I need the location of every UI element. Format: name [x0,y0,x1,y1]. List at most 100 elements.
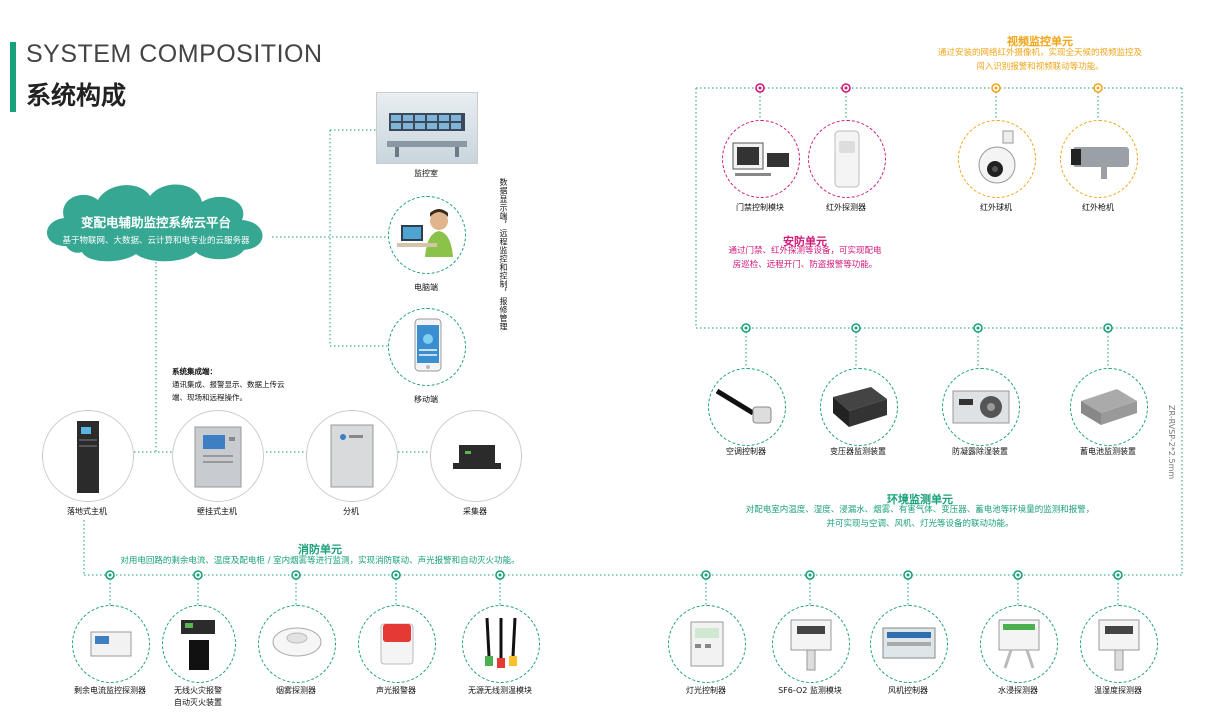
auto-extinguish-circle [162,605,236,683]
security-unit-title: 安防单元 [783,235,827,248]
ac-controller-circle [708,368,786,446]
label-sound-light-alarm: 声光报警器 [376,686,416,695]
mobile-terminal-circle [388,308,466,386]
env-unit-title: 环境监测单元 [887,493,953,506]
pc-operator-icon [397,209,453,257]
label-residual-current: 剩余电流监控探测器 [74,686,146,695]
battery-monitor-circle [1070,368,1148,446]
cable-spec: ZR-RVSP-2*2.5mm [1167,405,1176,480]
page-title-en: SYSTEM COMPOSITION [26,40,323,68]
sf6-sensor-icon [790,619,832,671]
integration-note-title: 系统集成端： [172,367,217,376]
label-pc: 电脑端 [414,283,438,292]
residual-current-circle [72,605,150,683]
label-transformer-monitor: 变压器监测装置 [830,447,886,456]
collector-icon [453,445,501,469]
label-auto-extinguish-line2: 自动灭火装置 [174,698,222,707]
label-bullet-camera: 红外枪机 [1082,203,1114,212]
label-water-leak: 水浸探测器 [998,686,1038,695]
smoke-detector-circle [258,605,336,683]
mobile-phone-icon [414,318,442,372]
terminal-vertical-note: 数据显示端，远程监控和控制，报修管理 [499,178,508,331]
dehumidifier-circle [942,368,1020,446]
label-auto-extinguish-line1: 无线火灾报警 [174,686,222,695]
label-light-controller: 灯光控制器 [686,686,726,695]
floor-cabinet-icon [77,421,99,493]
bullet-camera-icon [1071,147,1129,179]
wireless-temp-circle [462,605,540,683]
monitor-room-icon [387,113,467,157]
security-unit-line2: 房巡检、远程开门、防盗报警等功能。 [732,260,878,270]
cloud-title: 变配电辅助监控系统云平台 [80,215,231,230]
label-wireless-temp: 无源无线测温模块 [468,686,532,695]
infrared-detector-circle [808,120,886,198]
dome-camera-circle [958,120,1036,198]
water-leak-icon [998,619,1040,669]
label-fan-controller: 风机控制器 [888,686,928,695]
temp-humidity-icon [1098,619,1140,671]
dome-camera-icon [978,130,1016,184]
env-unit-desc: 对配电室内温度、湿度、浸漏水、烟雾、有害气体、变压器、蓄电池等环境量的监测和报警… [720,503,1120,531]
label-infrared-detector: 红外探测器 [826,203,866,212]
dehumidifier-icon [952,390,1010,424]
label-dome-camera: 红外球机 [980,203,1012,212]
label-temp-humidity: 温湿度探测器 [1094,686,1142,695]
transformer-monitor-circle [820,368,898,446]
video-unit-desc: 通过安装的网络红外摄像机，实现全天候的视频监控及 闯入识别报警和视频联动等功能。 [900,46,1180,74]
label-ac-controller: 空调控制器 [726,447,766,456]
sub-host-circle [306,410,398,502]
env-unit-line2: 并可实现与空调、风机、灯光等设备的联动功能。 [826,519,1014,529]
pc-terminal-circle [388,196,466,274]
pir-sensor-icon [834,130,860,188]
cloud-subtitle: 基于物联网、大数据、云计算和电专业的云服务器 [62,236,250,246]
cloud-icon [46,184,263,262]
transformer-box-icon [833,387,887,427]
video-unit-line1: 通过安装的网络红外摄像机，实现全天候的视频监控及 [937,48,1142,58]
light-controller-circle [668,605,746,683]
fan-controller-circle [870,605,948,683]
title-accent-bar [10,42,16,112]
label-sf6-monitor: SF6-O2 监测模块 [778,686,842,695]
light-controller-icon [690,621,724,667]
label-wall-host: 壁挂式主机 [197,507,237,516]
fire-extinguish-icon [181,620,215,670]
label-monitor-room: 监控室 [414,169,438,178]
label-collector: 采集器 [463,507,487,516]
residual-current-icon [90,631,132,657]
sound-light-alarm-circle [358,605,436,683]
label-mobile: 移动端 [414,395,438,404]
access-control-circle [722,120,800,198]
video-unit-title: 视频监控单元 [1007,35,1073,48]
label-sub-host: 分机 [343,507,359,516]
ac-probe-icon [715,388,772,424]
battery-monitor-icon [1081,389,1137,425]
wall-cabinet-icon [194,426,242,488]
label-auto-extinguish: 无线火灾报警 自动灭火装置 [150,685,246,709]
wireless-temp-icon [485,617,517,668]
wall-host-circle [172,410,264,502]
label-dehumidifier: 防凝露除湿装置 [952,447,1008,456]
smoke-detector-icon [272,627,322,657]
integration-note: 系统集成端： 通讯集成、报警显示、数据上传云 端、现场和远程操作。 [172,365,285,404]
fan-controller-icon [882,627,936,659]
label-floor-host: 落地式主机 [67,507,107,516]
alarm-icon [380,623,414,665]
monitor-room-image [376,92,478,164]
label-smoke-detector: 烟雾探测器 [276,686,316,695]
label-battery-monitor: 蓄电池监测装置 [1080,447,1136,456]
sub-unit-icon [330,424,374,488]
cloud-platform: 变配电辅助监控系统云平台 基于物联网、大数据、云计算和电专业的云服务器 [36,176,276,264]
fire-unit-line1: 对用电回路的剩余电流、温度及配电柜 / 室内烟雾等进行监测，实现消防联动、声光报… [120,556,520,566]
label-access-control: 门禁控制模块 [736,203,784,212]
security-unit-line1: 通过门禁、红外探测等设备，可实现配电 [728,246,882,256]
integration-note-line1: 通讯集成、报警显示、数据上传云 [172,380,285,389]
security-unit-desc: 通过门禁、红外探测等设备，可实现配电 房巡检、远程开门、防盗报警等功能。 [700,244,910,272]
sf6-monitor-circle [772,605,850,683]
page-title-cn: 系统构成 [26,81,127,110]
floor-host-circle [42,410,134,502]
bullet-camera-circle [1060,120,1138,198]
water-leak-circle [980,605,1058,683]
env-unit-line1: 对配电室内温度、湿度、浸漏水、烟雾、有害气体、变压器、蓄电池等环境量的监测和报警… [745,505,1095,515]
collector-circle [430,410,522,502]
